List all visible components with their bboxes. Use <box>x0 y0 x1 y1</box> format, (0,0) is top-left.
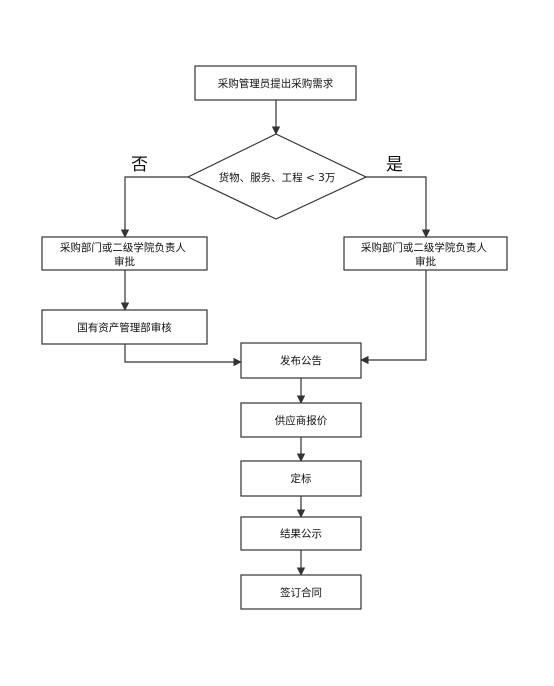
announce-label: 结果公示 <box>280 527 322 540</box>
right-approval-line-1: 采购部门或二级学院负责人 <box>361 241 487 254</box>
contract-box <box>240 574 362 610</box>
decision-diamond <box>186 133 368 220</box>
decision-label: 货物、服务、工程 < 3万 <box>219 171 336 184</box>
connector-asset-review-to-publish <box>124 344 242 367</box>
award-box <box>240 460 362 497</box>
left-approval-label: 采购部门或二级学院负责人 审批 <box>60 241 189 268</box>
left-approval-line-1: 采购部门或二级学院负责人 <box>60 241 186 254</box>
publish-box <box>240 342 362 379</box>
start-box-label: 采购管理员提出采购需求 <box>218 77 334 90</box>
right-approval-line-2: 审批 <box>415 255 436 268</box>
asset-review-box <box>41 309 208 345</box>
asset-review-label: 国有资产管理部审核 <box>77 321 172 334</box>
announce-box <box>240 516 362 551</box>
left-approval-box <box>41 236 208 271</box>
connector-decision-to-right-approval <box>366 176 431 238</box>
contract-label: 签订合同 <box>280 586 322 599</box>
left-approval-line-2: 审批 <box>114 255 135 268</box>
right-approval-box <box>343 236 508 271</box>
quote-box <box>240 402 362 438</box>
connector-right-approval-to-publish <box>360 270 427 365</box>
start-box <box>194 65 357 101</box>
connector-decision-to-left-approval <box>120 176 188 238</box>
award-label: 定标 <box>291 472 312 485</box>
right-approval-label: 采购部门或二级学院负责人 审批 <box>361 241 490 268</box>
branch-yes-label: 是 <box>386 155 403 175</box>
quote-label: 供应商报价 <box>275 414 328 427</box>
publish-label: 发布公告 <box>280 354 322 367</box>
branch-no-label: 否 <box>131 155 148 175</box>
